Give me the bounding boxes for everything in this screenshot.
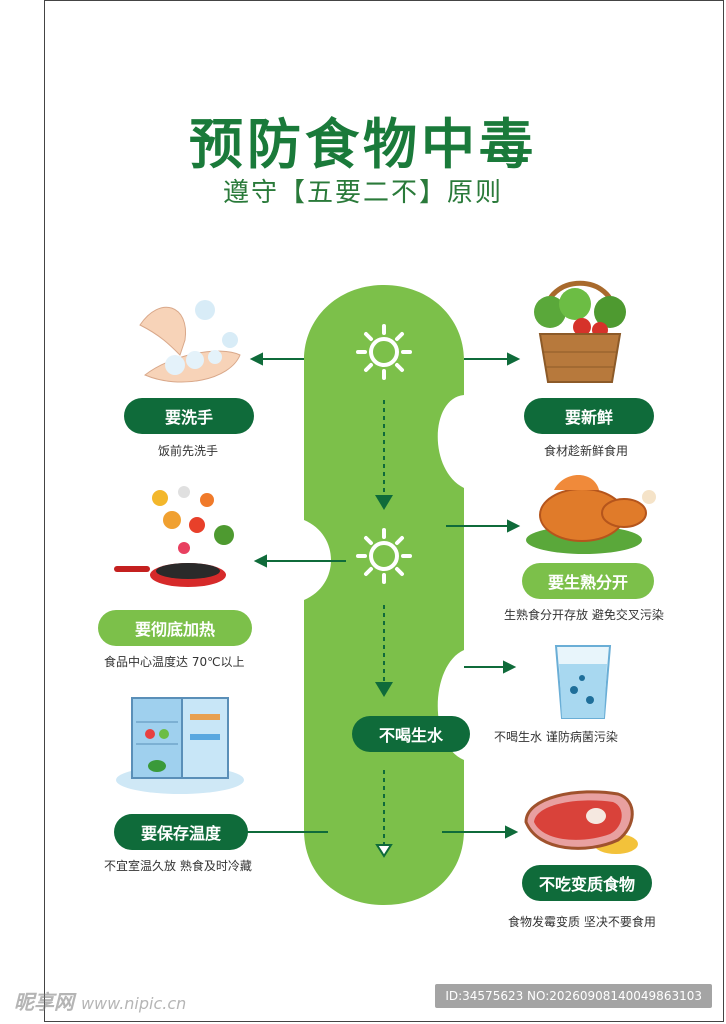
spoiled-label: 不吃变质食物 xyxy=(522,865,652,901)
watermark-url: www.nipic.cn xyxy=(80,994,187,1013)
arrow-head xyxy=(375,495,393,510)
arrow-head xyxy=(375,844,393,858)
watermark-brand: 昵享网 www.nipic.cn xyxy=(14,986,186,1015)
cook-thoroughly-desc: 食品中心温度达 70℃以上 xyxy=(104,655,245,669)
fresh-desc: 食材趁新鲜食用 xyxy=(544,444,629,458)
roast-chicken-icon xyxy=(526,475,656,554)
wash-hands-desc: 饭前先洗手 xyxy=(158,444,219,458)
spoiled-meat-icon xyxy=(524,790,638,854)
no-raw-water-label: 不喝生水 xyxy=(352,716,470,752)
page-subtitle: 遵守【五要二不】原则 xyxy=(222,178,503,208)
refrigerator-icon xyxy=(116,697,244,794)
spoiled-desc: 食物发霉变质 坚决不要食用 xyxy=(508,915,656,929)
separate-desc: 生熟食分开存放 避免交叉污染 xyxy=(504,608,664,622)
washing-hands-icon xyxy=(139,300,241,383)
vegetable-basket-icon xyxy=(534,280,626,383)
cook-thoroughly-label: 要彻底加热 xyxy=(98,610,252,646)
sun-icon xyxy=(356,528,412,584)
separate-label: 要生熟分开 xyxy=(522,563,654,599)
watermark-brand-name: 昵享网 xyxy=(14,990,74,1014)
fresh-label: 要新鲜 xyxy=(524,398,654,434)
arrow-head xyxy=(375,682,393,697)
storage-desc: 不宜室温久放 熟食及时冷藏 xyxy=(104,859,252,873)
storage-label: 要保存温度 xyxy=(114,814,248,850)
page-title: 预防食物中毒 xyxy=(189,113,537,176)
water-glass-icon xyxy=(554,645,612,719)
raw-water-desc: 不喝生水 谨防病菌污染 xyxy=(494,730,618,744)
sun-icon xyxy=(356,324,412,380)
wash-hands-label: 要洗手 xyxy=(124,398,254,434)
watermark-id: ID:34575623 NO:20260908140049863103 xyxy=(435,984,712,1008)
frying-pan-food-icon xyxy=(114,486,234,587)
